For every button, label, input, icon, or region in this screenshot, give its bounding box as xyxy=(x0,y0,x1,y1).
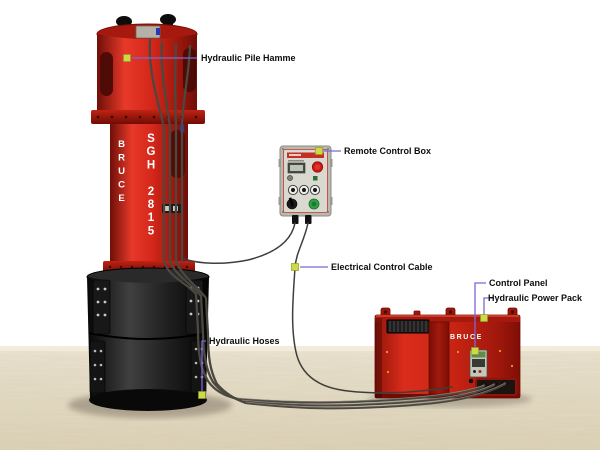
hammer-upper-flange xyxy=(91,110,205,124)
leader-hydraulic-hoses xyxy=(201,340,206,394)
hydraulic-hoses xyxy=(148,38,507,410)
marker-hydraulic-hoses xyxy=(198,391,206,399)
label-remote-control-box: Remote Control Box xyxy=(344,146,432,156)
leader-lines xyxy=(132,57,494,394)
marker-control-panel xyxy=(471,347,479,355)
leader-control-panel xyxy=(474,282,486,349)
remote-control-box xyxy=(278,145,333,224)
hammer-model-text: SGH 2815 xyxy=(145,133,157,239)
marker-electrical-cable xyxy=(291,263,299,271)
door-recess xyxy=(428,321,450,395)
cable-remote-to-power-pack xyxy=(291,222,453,394)
annotation-markers xyxy=(123,54,488,399)
label-control-panel: Control Panel xyxy=(489,278,548,288)
marker-pile-hammer xyxy=(123,54,131,62)
cable-gland-left xyxy=(292,215,299,224)
marker-power-pack xyxy=(480,314,488,322)
hammer-brand-text: BRUCE xyxy=(116,139,127,207)
power-pack-brand-text: BRUCE xyxy=(450,334,483,341)
cooler-grille xyxy=(386,319,430,334)
label-electrical-control-cable: Electrical Control Cable xyxy=(331,262,433,272)
label-hydraulic-hoses: Hydraulic Hoses xyxy=(209,336,280,346)
electrical-control-cables xyxy=(183,222,453,394)
hydraulic-power-pack xyxy=(374,307,521,399)
marker-remote-control-box xyxy=(315,147,323,155)
hose-highlights xyxy=(237,382,506,408)
hammer-head xyxy=(96,23,198,116)
label-pile-hammer: Hydraulic Pile Hamme xyxy=(201,53,296,63)
remote-title-strip xyxy=(287,152,324,158)
remote-dial-knobs xyxy=(287,184,321,196)
start-button xyxy=(308,198,320,210)
cable-remote-to-hammer xyxy=(183,222,296,265)
label-hydraulic-power-pack: Hydraulic Power Pack xyxy=(488,293,583,303)
leader-power-pack xyxy=(483,297,494,317)
remote-small-knob xyxy=(287,175,293,181)
cable-gland-right xyxy=(305,215,312,224)
rotary-selector-switch xyxy=(286,197,298,210)
